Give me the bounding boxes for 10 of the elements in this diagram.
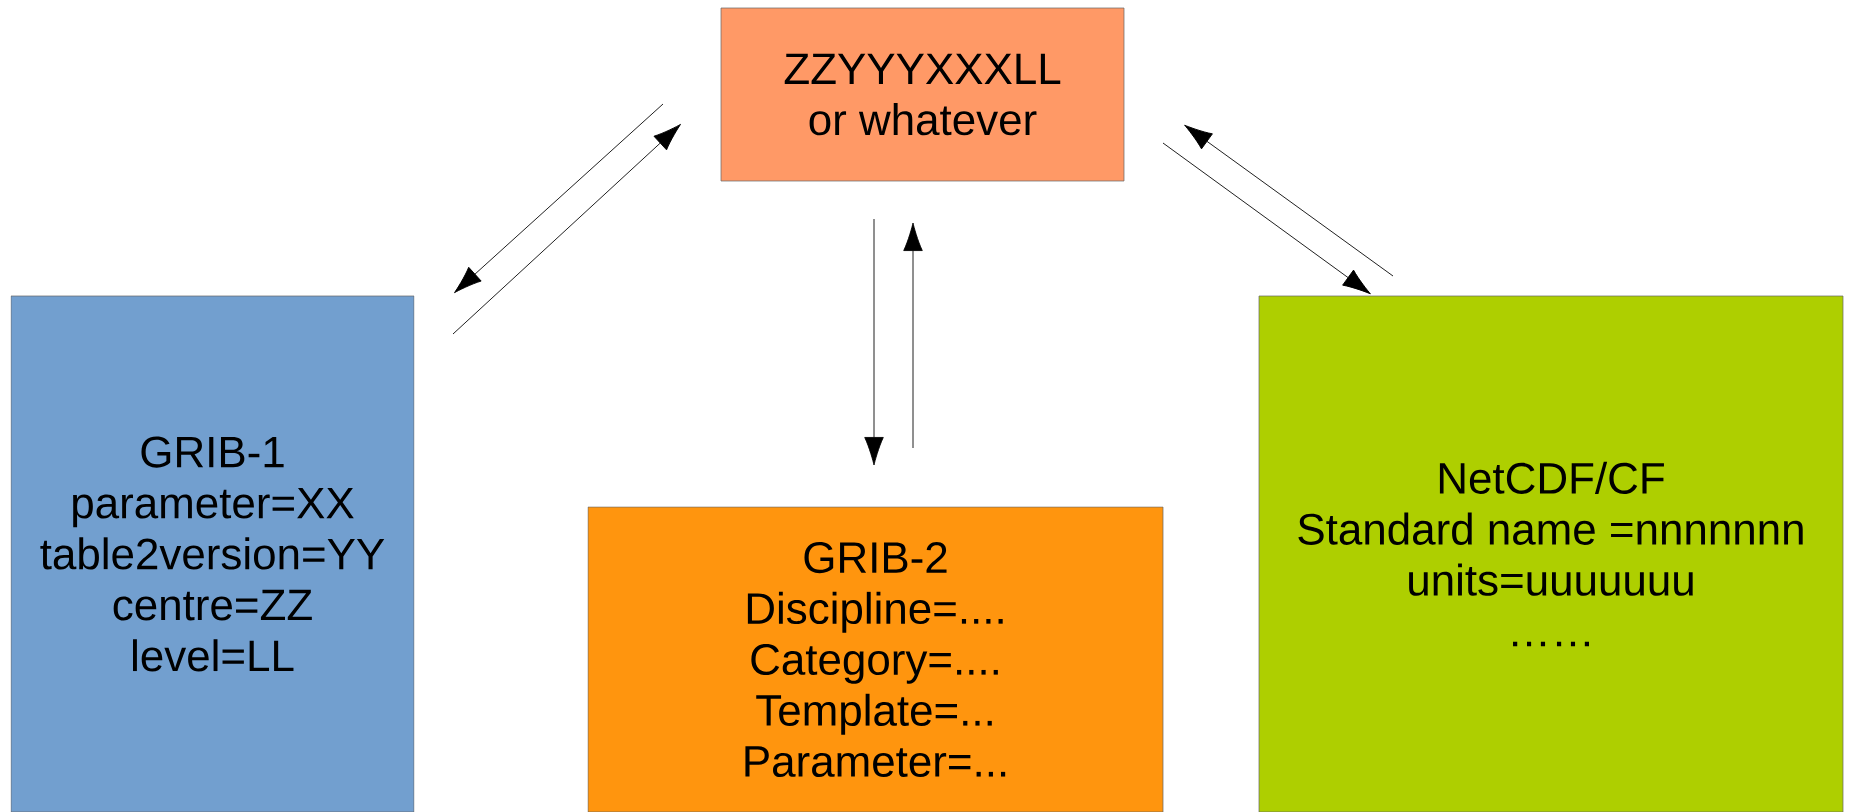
arrow bbox=[452, 123, 681, 335]
arrow bbox=[1162, 142, 1371, 295]
arrow bbox=[864, 218, 884, 466]
arrow bbox=[1184, 124, 1394, 277]
arrow bbox=[454, 103, 664, 294]
arrow bbox=[903, 222, 923, 449]
text-box: GRIB-2 Discipline=.... Category=.... Template=... Parameter=... bbox=[587, 506, 1164, 812]
text-box: NetCDF/CF Standard name =nnnnnnn units=uuuuuuu …… bbox=[1258, 295, 1844, 812]
text-box: ZZYYYXXXLL or whatever bbox=[720, 7, 1125, 182]
text-box: GRIB-1 parameter=XX table2version=YY centre=ZZ level=LL bbox=[10, 295, 415, 812]
